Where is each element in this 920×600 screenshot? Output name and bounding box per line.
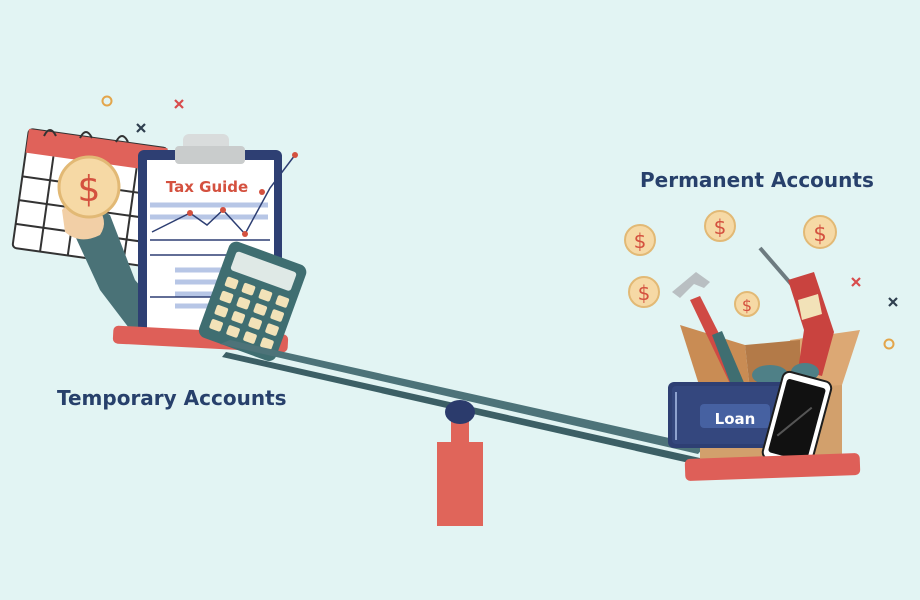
phone-icon xyxy=(761,370,833,470)
drill-icon xyxy=(758,246,834,376)
seesaw-beam xyxy=(220,340,705,454)
fulcrum xyxy=(437,400,483,526)
sparkle-icon xyxy=(101,95,898,350)
svg-text:$: $ xyxy=(634,229,647,253)
coin-icon: $ xyxy=(57,155,121,219)
book-title: Loan xyxy=(715,410,756,428)
clipboard-title: Tax Guide xyxy=(166,178,248,196)
svg-text:$: $ xyxy=(813,222,826,246)
svg-text:$: $ xyxy=(742,296,752,315)
coin-symbol: $ xyxy=(78,169,101,210)
calculator-icon xyxy=(198,241,307,361)
coin-icon: $ $ $ $ $ xyxy=(624,210,837,317)
line-chart-icon xyxy=(151,152,298,237)
permanent-accounts-label: Permanent Accounts xyxy=(640,168,874,192)
hammer-icon xyxy=(672,272,745,390)
svg-text:$: $ xyxy=(714,215,727,239)
svg-text:$: $ xyxy=(638,281,651,305)
temporary-accounts-label: Temporary Accounts xyxy=(57,386,287,410)
right-platform xyxy=(684,453,861,481)
